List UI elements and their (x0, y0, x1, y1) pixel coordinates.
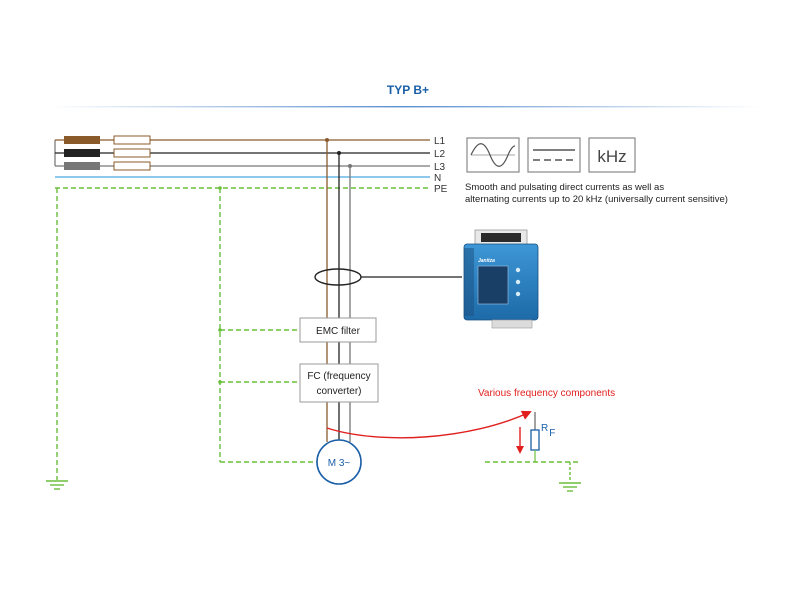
title-divider (50, 106, 760, 108)
resistor-label: RF (541, 423, 555, 439)
fuse-l1 (64, 136, 100, 144)
resistor-label-main: R (541, 423, 548, 434)
pe-junction-1 (218, 186, 222, 190)
various-frequency-label: Various frequency components (478, 388, 615, 399)
conductor-label-n: N (434, 173, 441, 184)
fuse-l3 (64, 162, 100, 170)
conductor-label-l1: L1 (434, 136, 446, 147)
description-line-1: Smooth and pulsating direct currents as … (465, 182, 664, 193)
fuse-l2 (64, 149, 100, 157)
fuse-outline-l2 (113, 148, 151, 158)
junction-l3 (348, 164, 352, 168)
khz-icon (588, 137, 636, 173)
monitoring-device (463, 229, 539, 329)
junction-l1 (325, 138, 329, 142)
dc-current-icon (527, 137, 581, 173)
device-brand: Janitza (478, 258, 495, 264)
ground-icon-left (46, 480, 68, 490)
conductor-label-l2: L2 (434, 149, 446, 160)
conductor-label-l3: L3 (434, 162, 446, 173)
emc-filter-label: EMC filter (316, 326, 361, 337)
ac-wave-icon (466, 137, 520, 173)
motor (316, 439, 362, 485)
description-line-2: alternating currents up to 20 kHz (unive… (465, 194, 728, 205)
pe-junction-3 (218, 380, 222, 384)
leakage-current-path (326, 410, 532, 439)
resistor-rf (530, 429, 540, 451)
junction-l2 (337, 151, 341, 155)
diagram-title: TYP B+ (387, 83, 429, 97)
fault-current-arrow-head (516, 446, 524, 454)
ground-icon-right (559, 482, 581, 492)
fuse-outline-l3 (113, 161, 151, 171)
current-transformer (314, 268, 362, 286)
fc-label-line-1: FC (frequency (307, 371, 370, 382)
pe-junction-2 (218, 328, 222, 332)
emc-filter-box (299, 317, 377, 343)
khz-label: kHz (597, 147, 626, 166)
fc-label-line-2: converter) (316, 386, 361, 397)
frequency-converter-box (299, 363, 379, 403)
resistor-label-sub: F (549, 428, 555, 439)
fuse-outline-l1 (113, 135, 151, 145)
motor-label: M 3~ (328, 458, 351, 469)
conductor-label-pe: PE (434, 184, 448, 195)
